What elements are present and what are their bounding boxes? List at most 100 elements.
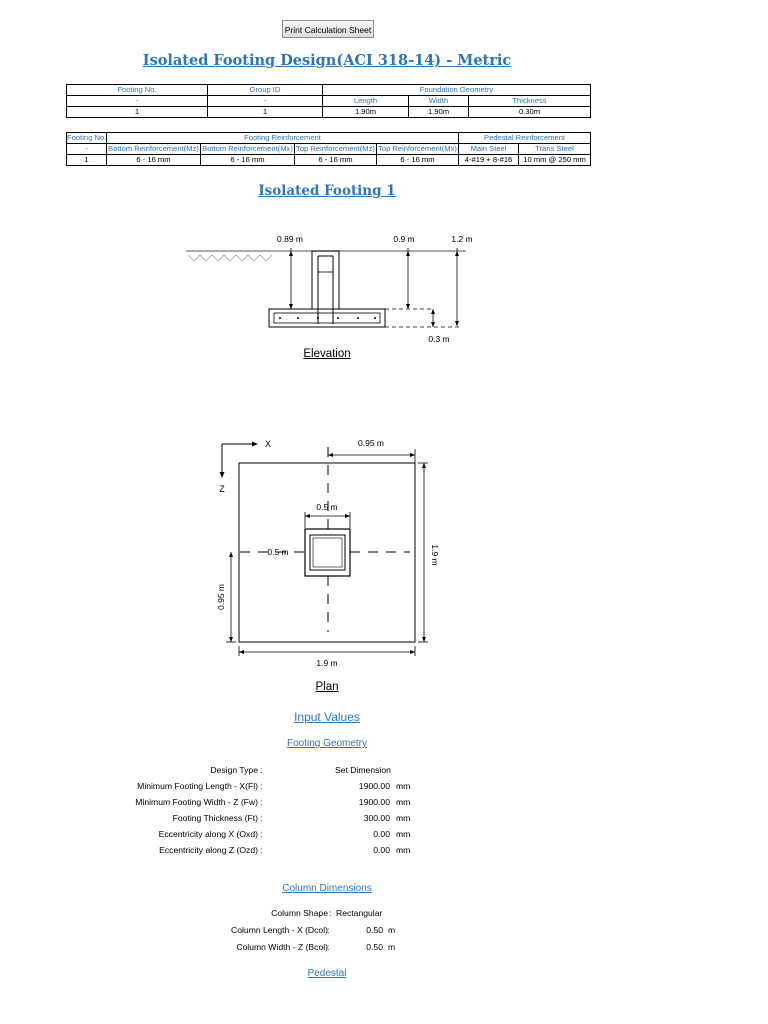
list-item: Footing Thickness (Ft) : 300.00 mm (0, 810, 768, 826)
dim-label-col-width: 0.5 m (316, 502, 337, 512)
dim-label-right: 1.9 m (430, 544, 440, 565)
centerlines (240, 447, 410, 632)
table-row: 1 1 1.90m 1.90m 0.30m (66, 106, 592, 118)
field-label: Footing Thickness (Ft) (172, 813, 258, 823)
field-value: 0.50 (366, 942, 383, 952)
field-unit: m (388, 942, 396, 952)
table1-header-foundation-geometry: Foundation Geometry (321, 84, 592, 96)
table1-sub-length: Length (322, 95, 409, 107)
field-label: Minimum Footing Width - Z (Fw) (135, 797, 258, 807)
table2-header-pedestal-reinforcement: Pedestal Reinforcement (458, 132, 592, 144)
footing-outline (268, 308, 386, 328)
plan-dimensions (226, 449, 428, 656)
table1-sub-width: Width (408, 95, 469, 107)
pedestal-outline (311, 250, 340, 310)
field-label: Eccentricity along Z (Ozd) (159, 845, 258, 855)
field-value: 1900.00 (358, 781, 390, 791)
table-cell: 1 (66, 106, 208, 118)
field-value: Set Dimension (335, 765, 391, 775)
list-item: Column Width - Z (Bcol) : 0.50 m (0, 939, 768, 956)
dim-label-top: 0.95 m (358, 438, 384, 448)
footing-geometry-table: Footing No. Group ID Foundation Geometry… (66, 84, 592, 118)
column-plan-inner (309, 534, 346, 571)
column-plan-outer (304, 528, 351, 577)
table-cell: 1 (207, 106, 323, 118)
ground-hatch (187, 254, 273, 262)
field-value: Rectangular (336, 908, 383, 918)
axis-z-label: Z (219, 484, 225, 494)
dim-label-bottom: 1.9 m (316, 658, 337, 668)
field-label: Column Shape (271, 908, 328, 918)
table2-header-footing-reinforcement: Footing Reinforcement (105, 132, 460, 144)
table2-sub-dash: - (66, 143, 107, 155)
dim-label-left: 0.95 m (216, 584, 226, 610)
list-item: Design Type : Set Dimension (0, 762, 768, 778)
table-cell: 6 - 16 mm (200, 154, 295, 166)
elevation-caption: Elevation (303, 348, 351, 360)
table-cell: 6 - 16 mm (375, 154, 460, 166)
table-row: 1 6 - 16 mm 6 - 16 mm 6 - 16 mm 6 - 16 m… (66, 154, 592, 166)
table-cell: 6 - 16 mm (106, 154, 201, 166)
list-item: Minimum Footing Length - X(Fl) : 1900.00… (0, 778, 768, 794)
field-value: 0.50 (366, 925, 383, 935)
dim-label-mid: 0.9 m (393, 234, 414, 244)
plan-drawing: X Z 0.95 m 0.5 m 0.5 m 1.9 m 0.95 m (216, 438, 440, 668)
field-unit: mm (396, 797, 411, 807)
dim-label-left: 0.89 m (277, 234, 303, 244)
field-value: 0.00 (373, 829, 390, 839)
table1-header-footing-no: Footing No. (66, 84, 208, 96)
table2-sub-bottom-mx: Bottom Reinforcement(Mx) (200, 143, 295, 155)
table2-sub-top-mz: Top Reinforcement(Mz) (294, 143, 377, 155)
input-values-title: Input Values (294, 710, 360, 724)
table-cell: 10 mm @ 250 mm (518, 154, 592, 166)
field-unit: mm (396, 813, 411, 823)
list-item: Column Shape : Rectangular (0, 905, 768, 922)
table-cell: 6 - 16 mm (294, 154, 377, 166)
footing-geometry-title: Footing Geometry (286, 738, 368, 749)
table2-header-footing-no: Footing No. (66, 132, 107, 144)
field-value: 300.00 (363, 813, 390, 823)
table1-sub-thickness: Thickness (467, 95, 592, 107)
table2-sub-trans-steel: Trans Steel (518, 143, 592, 155)
table-cell: 0.30m (467, 106, 592, 118)
footing-reinforcement-table: Footing No. Footing Reinforcement Pedest… (66, 132, 592, 166)
footing-plan-outline (238, 462, 416, 643)
elevation-drawing: 0.89 m 0.9 m 1.2 m 0.3 m (186, 234, 473, 344)
list-item: Minimum Footing Width - Z (Fw) : 1900.00… (0, 794, 768, 810)
list-item: Eccentricity along X (Oxd) : 0.00 mm (0, 826, 768, 842)
table1-sub-dash-2: - (207, 95, 323, 107)
section-title: Isolated Footing 1 (258, 183, 396, 199)
table-cell: 1 (66, 154, 107, 166)
page-title: Isolated Footing Design(ACI 318-14) - Me… (142, 52, 512, 69)
column-dimensions-list: Column Shape : Rectangular Column Length… (0, 905, 768, 956)
field-label: Minimum Footing Length - X(Fl) (137, 781, 258, 791)
field-unit: mm (396, 845, 411, 855)
table2-sub-bottom-mz: Bottom Reinforcement(Mz) (106, 143, 201, 155)
footing-geometry-list: Design Type : Set Dimension Minimum Foot… (0, 762, 768, 858)
table-cell: 1.90m (322, 106, 409, 118)
rebar-dots (279, 317, 376, 319)
field-value: 0.00 (373, 845, 390, 855)
field-unit: mm (396, 829, 411, 839)
dimension-arrows (289, 251, 459, 327)
column-dimensions-title: Column Dimensions (282, 883, 372, 894)
dim-label-right: 1.2 m (451, 234, 472, 244)
field-unit: m (388, 925, 396, 935)
field-label: Column Length - X (Dcol) (231, 925, 328, 935)
table2-sub-main-steel: Main Steel (458, 143, 520, 155)
field-label: Eccentricity along X (Oxd) (158, 829, 258, 839)
pedestal-title: Pedestal (307, 968, 347, 979)
table2-sub-top-mx: Top Reinforcement(Mx) (375, 143, 460, 155)
plan-caption: Plan (315, 681, 339, 693)
axis-x-label: X (265, 439, 271, 449)
dim-label-bottom: 0.3 m (428, 334, 449, 344)
list-item: Column Length - X (Dcol) : 0.50 m (0, 922, 768, 939)
rebar-outline (273, 312, 381, 324)
print-calculation-sheet-button[interactable]: Print Calculation Sheet (282, 20, 374, 38)
field-label: Design Type (210, 765, 258, 775)
table1-header-group-id: Group ID (207, 84, 323, 96)
dim-label-col-left: 0.5 m (267, 547, 288, 557)
field-label: Column Width - Z (Bcol) (236, 942, 328, 952)
table-cell: 1.90m (408, 106, 469, 118)
table1-sub-dash-1: - (66, 95, 208, 107)
